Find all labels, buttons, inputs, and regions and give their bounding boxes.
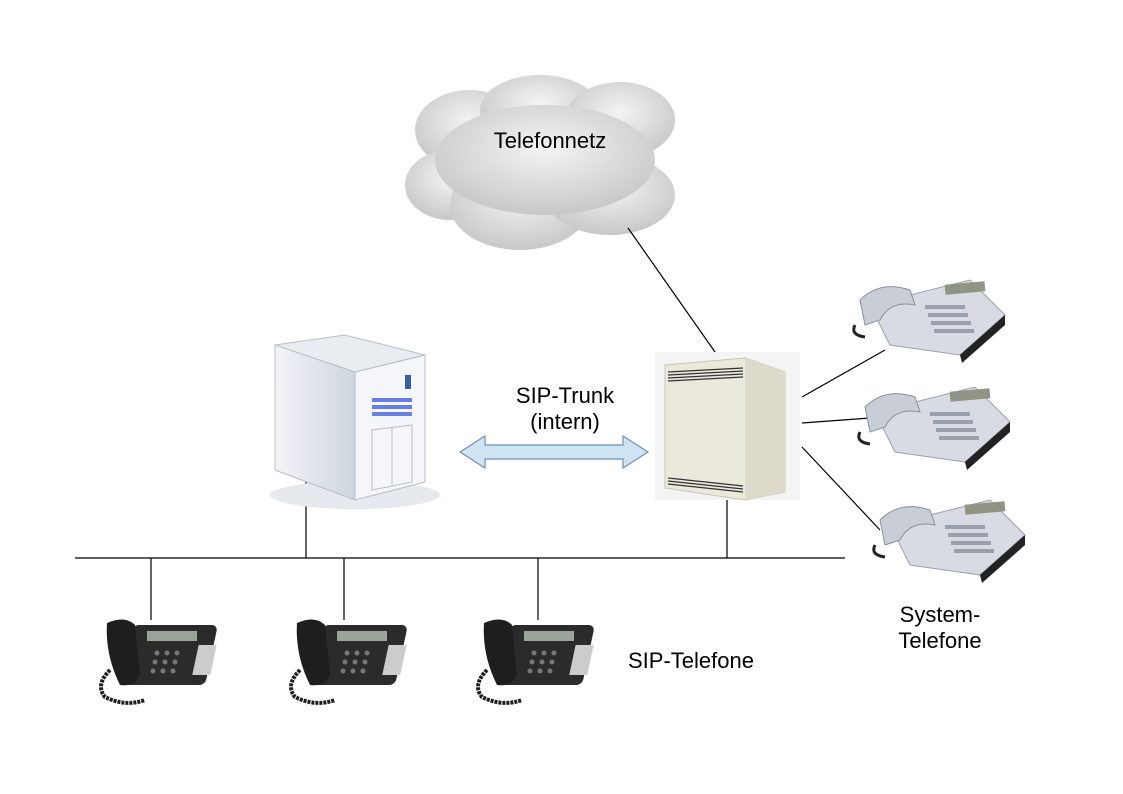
pbx-icon [655, 352, 800, 501]
pbx-to-network-line [627, 227, 716, 353]
system-phones-label: System- [900, 602, 981, 627]
sip-trunk-sublabel: (intern) [530, 409, 600, 434]
pbx-to-system-phone-1-line [801, 349, 886, 398]
system-phone-1 [852, 278, 1007, 365]
pbx-to-system-phone-2-line [801, 417, 871, 424]
system-phones-label-2: Telefone [898, 628, 981, 653]
connection-lines [75, 227, 886, 620]
telephone-network-cloud: Telefonnetz [405, 75, 675, 250]
system-phone-3 [872, 498, 1027, 585]
sip-phones-label: SIP-Telefone [628, 648, 754, 673]
sip-trunk-label: SIP-Trunk [516, 383, 615, 408]
sip-phone-2 [289, 617, 410, 705]
cloud-label: Telefonnetz [494, 128, 607, 153]
system-phone-2 [857, 385, 1012, 472]
sip-phone-1 [99, 617, 220, 705]
sip-phone-3 [476, 617, 597, 705]
server-icon [270, 334, 440, 509]
pbx-to-system-phone-3-line [801, 446, 881, 531]
sip-trunk-arrow [458, 434, 650, 470]
